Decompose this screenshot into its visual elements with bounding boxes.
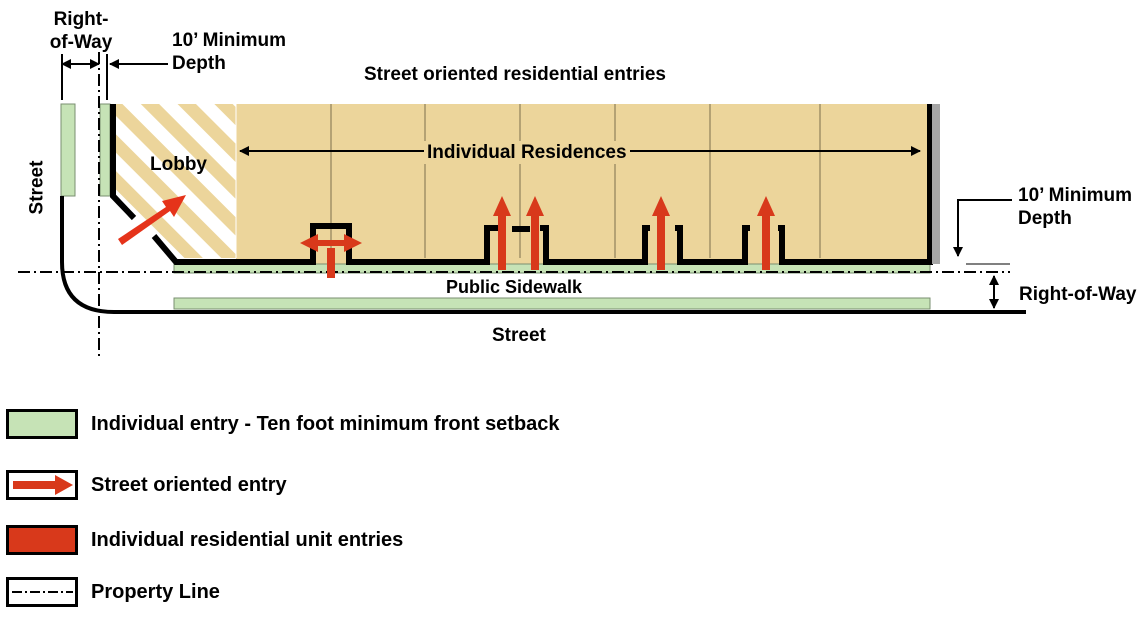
top-depth-label: 10’ Minimum Depth (172, 29, 286, 75)
legend-text-setback: Individual entry - Ten foot minimum fron… (91, 412, 560, 435)
right-row-label: Right-of-Way (1019, 284, 1137, 305)
lobby-entry-arrow (118, 195, 186, 245)
street-oriented-title: Street oriented residential entries (364, 64, 666, 85)
public-sidewalk-label: Public Sidewalk (446, 277, 583, 297)
building-outline (110, 104, 933, 265)
lobby-hatch (116, 104, 236, 258)
red-arrow-swatch (6, 470, 78, 500)
left-row-line1: Right- (53, 9, 109, 30)
top-depth-line2: Depth (172, 53, 226, 74)
individual-residences-label: Individual Residences (424, 141, 630, 164)
red-box-swatch (6, 525, 78, 555)
left-row-label: Right- of-Way (46, 8, 116, 54)
unit-entry-arrows (300, 196, 775, 278)
lobby-label: Lobby (150, 154, 207, 175)
right-depth-leader (953, 199, 1012, 257)
legend-text-street-entry: Street oriented entry (91, 473, 287, 496)
top-depth-line1: 10’ Minimum (172, 30, 287, 51)
right-depth-line1: 10’ Minimum (1018, 185, 1133, 206)
green-box-swatch (6, 409, 78, 439)
legend-item-street-entry: Street oriented entry (6, 467, 287, 503)
street-bottom-label: Street (492, 325, 546, 346)
legend-text-unit-entries: Individual residential unit entries (91, 528, 404, 551)
street-curb-line (60, 196, 1026, 314)
left-row-line2: of-Way (49, 32, 113, 53)
right-depth-line2: Depth (1018, 208, 1072, 229)
legend-item-property-line: Property Line (6, 574, 220, 610)
legend-text-property-line: Property Line (91, 580, 220, 603)
right-wall-gray (932, 104, 940, 264)
property-lines (18, 52, 1010, 358)
residence-dividers (330, 104, 821, 258)
legend-item-unit-entries: Individual residential unit entries (6, 522, 403, 558)
street-left-label: Street (26, 160, 48, 215)
dash-dot-line-swatch (6, 577, 78, 607)
right-depth-label: 10’ Minimum Depth (1018, 184, 1132, 230)
legend-item-setback: Individual entry - Ten foot minimum fron… (6, 406, 560, 442)
